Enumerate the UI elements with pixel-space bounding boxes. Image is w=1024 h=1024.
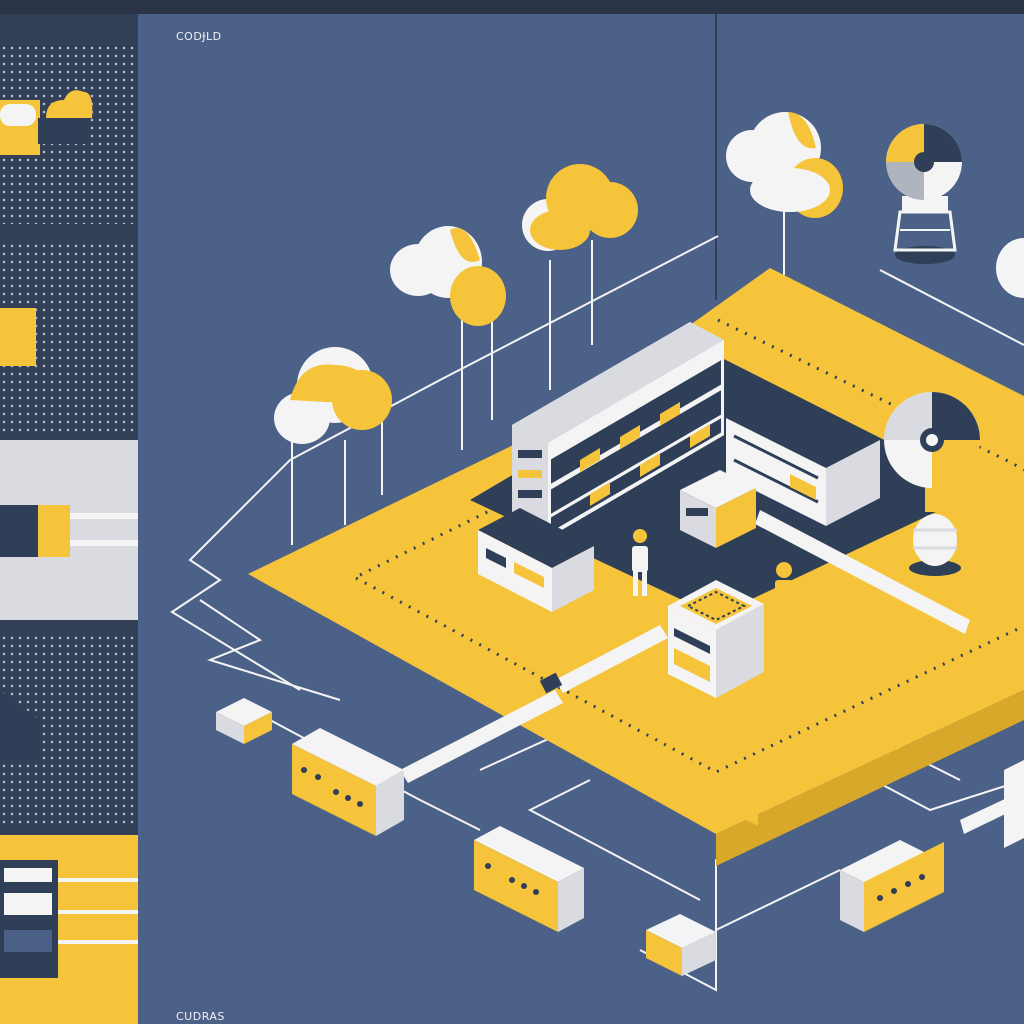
server-rack-icon bbox=[478, 508, 594, 612]
caption-top: CODɈLD bbox=[176, 30, 222, 43]
top-bar bbox=[0, 0, 1024, 14]
server-rack-icon bbox=[668, 580, 764, 698]
person-icon bbox=[632, 529, 648, 596]
network-switch-icon bbox=[292, 728, 404, 836]
cloud-icon bbox=[522, 164, 638, 390]
cloud-icon bbox=[996, 238, 1024, 298]
cloud-icon bbox=[726, 112, 843, 275]
network-switch-icon bbox=[474, 826, 584, 932]
server-box bbox=[680, 470, 756, 548]
pipes bbox=[400, 510, 1024, 834]
network-switch-icon bbox=[1004, 760, 1024, 848]
server-rack-icon bbox=[512, 322, 724, 538]
cloud-icon bbox=[390, 226, 506, 450]
satellite-dish-icon bbox=[886, 124, 962, 264]
network-switch-icon bbox=[840, 840, 944, 932]
caption-bottom: CUDRAS bbox=[176, 1010, 225, 1023]
network-switch-icon bbox=[646, 914, 716, 976]
cloud-icon bbox=[274, 347, 392, 545]
satellite-dish-icon bbox=[884, 392, 980, 576]
person-icon bbox=[775, 562, 793, 640]
left-strip-blocks bbox=[0, 90, 138, 1024]
network-switch-icon bbox=[216, 698, 272, 744]
server-rack-icon bbox=[726, 390, 880, 826]
